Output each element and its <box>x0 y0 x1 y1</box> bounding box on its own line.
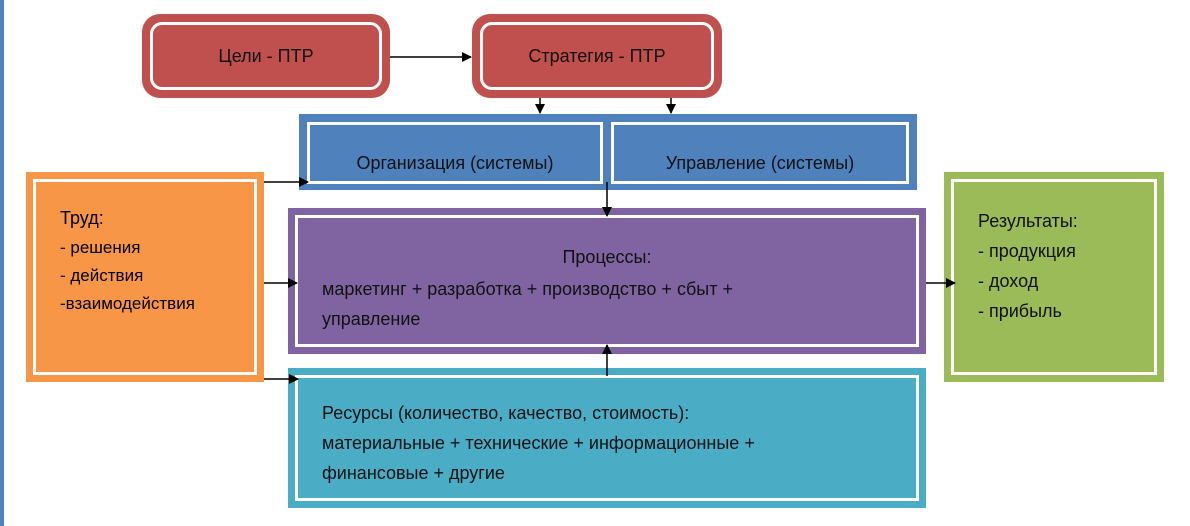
labour-box: Труд: - решения - действия -взаимодейств… <box>26 172 264 382</box>
strategy-box: Стратегия - ПТР <box>472 14 722 98</box>
labour-item: - действия <box>60 266 144 285</box>
processes-line-2: управление <box>322 309 421 329</box>
resources-box-inner: Ресурсы (количество, качество, стоимость… <box>295 375 919 501</box>
results-title: Результаты: <box>978 211 1078 231</box>
organization-label: Организация (системы) <box>356 153 554 173</box>
goals-box: Цели - ПТР <box>142 14 390 98</box>
resources-line-1: Ресурсы (количество, качество, стоимость… <box>322 403 690 423</box>
goals-label: Цели - ПТР <box>218 45 314 66</box>
goals-box-inner: Цели - ПТР <box>150 22 382 90</box>
labour-title: Труд: <box>60 208 104 228</box>
processes-title: Процессы: <box>562 247 652 267</box>
management-box: Управление (системы) <box>611 122 909 184</box>
processes-box-inner: Процессы: маркетинг + разработка + произ… <box>295 215 919 347</box>
strategy-box-inner: Стратегия - ПТР <box>480 22 714 90</box>
labour-box-inner: Труд: - решения - действия -взаимодейств… <box>33 179 257 375</box>
labour-item: -взаимодействия <box>60 294 195 313</box>
processes-line-1: маркетинг + разработка + производство + … <box>322 279 733 299</box>
processes-box: Процессы: маркетинг + разработка + произ… <box>288 208 926 354</box>
results-item: - продукция <box>978 241 1076 261</box>
strategy-label: Стратегия - ПТР <box>528 45 666 66</box>
resources-line-3: финансовые + другие <box>322 463 505 483</box>
resources-box: Ресурсы (количество, качество, стоимость… <box>288 368 926 508</box>
results-item: - прибыль <box>978 301 1062 321</box>
management-label: Управление (системы) <box>665 153 855 173</box>
window-left-edge <box>0 0 4 526</box>
resources-line-2: материальные + технические + информацион… <box>322 433 755 453</box>
results-box: Результаты: - продукция - доход - прибыл… <box>944 172 1164 382</box>
organization-box: Организация (системы) <box>307 122 603 184</box>
systems-bar: Организация (системы) Управление (систем… <box>299 114 917 190</box>
results-item: - доход <box>978 271 1039 291</box>
labour-item: - решения <box>60 238 141 257</box>
results-box-inner: Результаты: - продукция - доход - прибыл… <box>951 179 1157 375</box>
